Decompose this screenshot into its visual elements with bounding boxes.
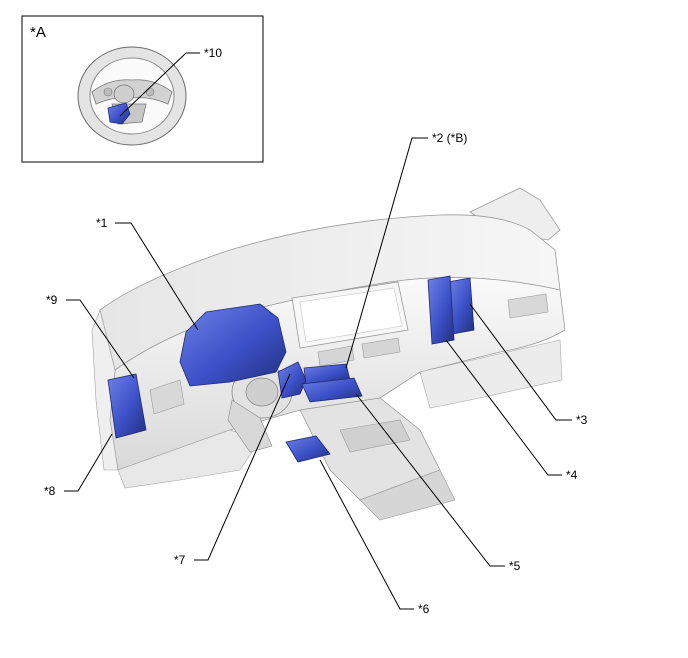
callout-10: *10 — [204, 46, 222, 60]
callout-5: *5 — [509, 559, 521, 573]
leader-8 — [64, 433, 113, 492]
callout-4: *4 — [566, 468, 578, 482]
leader-lines — [64, 137, 572, 610]
leader-6 — [319, 459, 414, 610]
leader-4 — [445, 339, 562, 476]
leader-10 — [119, 52, 200, 117]
inset-label: *A — [30, 24, 46, 41]
leader-5 — [355, 393, 505, 567]
dashboard-illustration — [91, 187, 566, 521]
leader-9 — [66, 299, 135, 379]
callout-8: *8 — [44, 484, 56, 498]
leader-7 — [194, 373, 291, 561]
component-4 — [427, 275, 455, 345]
component-8 — [107, 373, 147, 439]
component-6 — [285, 435, 331, 463]
leader-1 — [115, 222, 199, 331]
inset-steering-wheel: *A *10 — [21, 15, 264, 163]
highlighted-components — [107, 275, 475, 463]
callout-6: *6 — [418, 602, 430, 616]
steering-pad-sensor-highlight — [107, 102, 131, 125]
callout-labels: *1 *2 (*B) *3 *4 *5 *6 *7 *8 *9 — [44, 131, 588, 616]
callout-9: *9 — [46, 293, 58, 307]
leader-2 — [345, 137, 428, 369]
callout-2: *2 (*B) — [432, 131, 467, 145]
steering-wheel-illustration — [77, 46, 187, 146]
component-1-combination-meter — [179, 303, 287, 387]
callout-1: *1 — [96, 216, 108, 230]
component-5 — [301, 377, 363, 403]
callout-3: *3 — [576, 413, 588, 427]
leader-3 — [469, 303, 572, 421]
callout-7: *7 — [174, 553, 186, 567]
